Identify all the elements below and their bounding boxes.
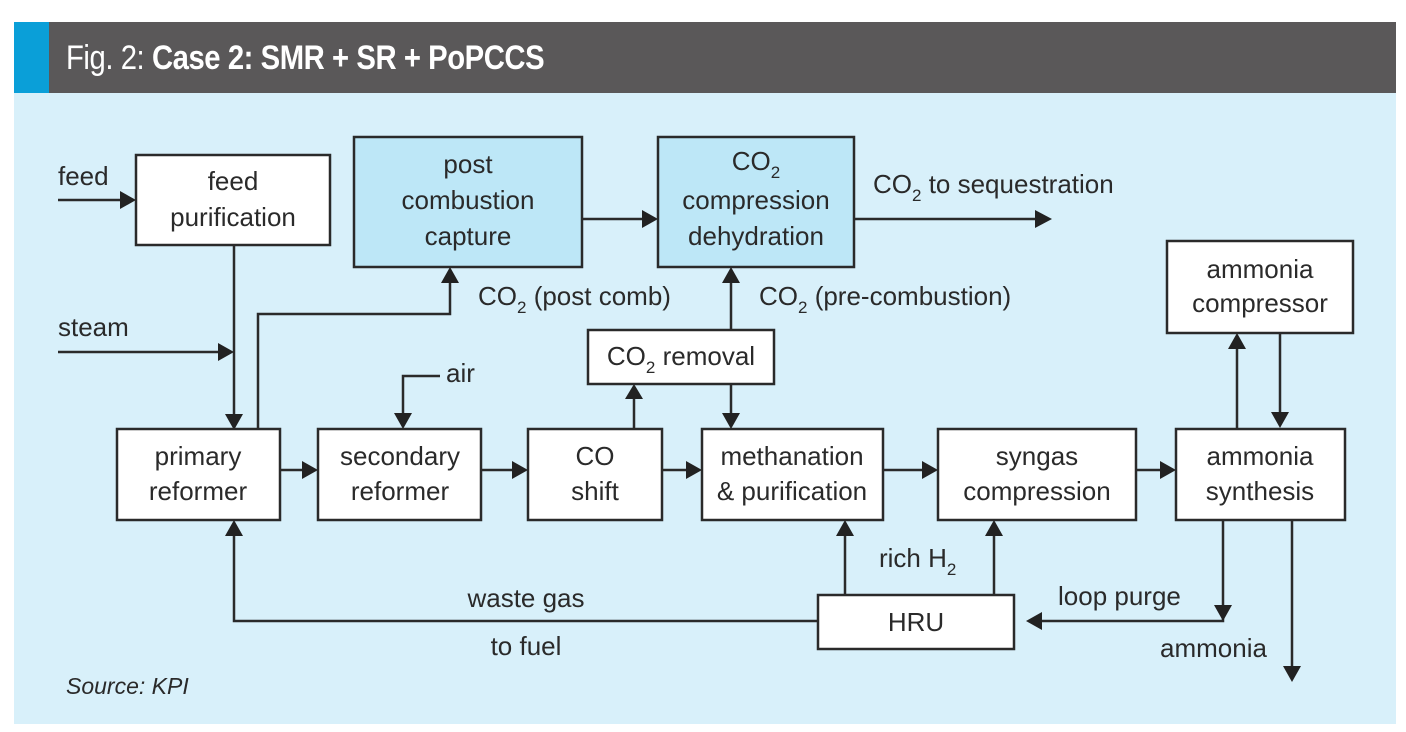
figure-title-text: Case 2: SMR + SR + PoPCCS	[151, 39, 545, 77]
methanation-purification-box: methanation & purification	[700, 427, 885, 522]
arrow-head-icon	[1035, 210, 1052, 228]
air-flow-line	[401, 374, 440, 414]
arrow-head-icon	[985, 520, 1003, 536]
co2-post-comb-label: CO2 (post comb)	[478, 281, 671, 317]
box-label: synthesis	[1206, 476, 1314, 506]
box-label: secondary	[340, 441, 460, 471]
box-label: capture	[425, 221, 512, 251]
feed-label: feed	[58, 161, 109, 191]
secondary-reformer-box: secondary reformer	[316, 427, 483, 522]
arrow-head-icon	[1283, 666, 1301, 682]
box-label: CO2 removal	[607, 341, 755, 377]
arrow-head-icon	[225, 414, 243, 430]
arrow-head-icon	[512, 461, 528, 479]
box-label: compressor	[1192, 288, 1328, 318]
feed-purification-box: feed purification	[134, 153, 332, 247]
arrow-head-icon	[225, 520, 243, 536]
ammonia-compressor-box: ammonia compressor	[1165, 239, 1355, 335]
post-combustion-capture-box: post combustion capture	[352, 135, 584, 269]
arrow-head-icon	[120, 191, 136, 209]
arrow-head-icon	[722, 267, 740, 283]
to-fuel-label: to fuel	[491, 631, 562, 661]
box-label: & purification	[717, 476, 867, 506]
co-shift-box: CO shift	[526, 427, 664, 522]
figure-label: Fig. 2:	[66, 39, 152, 77]
co2-removal-box: CO2 removal	[586, 328, 776, 386]
co2-pre-combustion-label: CO2 (pre-combustion)	[759, 281, 1011, 317]
box-label: compression	[963, 476, 1110, 506]
primary-reformer-box: primary reformer	[115, 427, 282, 522]
source-caption: Source: KPI	[66, 673, 189, 699]
arrow-head-icon	[218, 343, 234, 361]
box-label: feed	[208, 166, 259, 196]
box-label: methanation	[720, 441, 863, 471]
arrow-head-icon	[922, 461, 938, 479]
arrow-head-icon	[836, 520, 854, 536]
box-label: ammonia	[1207, 441, 1314, 471]
box-label: combustion	[402, 185, 535, 215]
box-label: reformer	[149, 476, 248, 506]
box-label: HRU	[888, 607, 944, 637]
ammonia-product-label: ammonia	[1160, 633, 1267, 663]
flue-gas-line	[256, 282, 452, 430]
co2-sequestration-label: CO2 to sequestration	[873, 169, 1114, 205]
arrow-head-icon	[722, 413, 740, 429]
waste-gas-line	[232, 534, 818, 623]
rich-h2-label: rich H2	[879, 543, 956, 579]
loop-purge-label: loop purge	[1058, 581, 1181, 611]
box-label: ammonia	[1207, 254, 1314, 284]
syngas-compression-box: syngas compression	[936, 427, 1138, 522]
arrow-head-icon	[441, 267, 459, 283]
box-label: primary	[155, 441, 242, 471]
box-label: purification	[170, 202, 296, 232]
box-label: CO	[576, 441, 615, 471]
hru-box: HRU	[816, 593, 1016, 651]
box-label: shift	[571, 476, 619, 506]
arrow-head-icon	[302, 461, 318, 479]
arrow-head-icon	[642, 210, 658, 228]
box-label: CO2	[732, 146, 780, 182]
co2-compression-dehydration-box: CO2 compression dehydration	[656, 135, 856, 269]
ammonia-synthesis-box: ammonia synthesis	[1174, 427, 1347, 522]
box-label: post	[443, 149, 493, 179]
arrow-head-icon	[686, 461, 702, 479]
waste-gas-label: waste gas	[466, 583, 584, 613]
steam-label: steam	[58, 312, 129, 342]
arrow-head-icon	[394, 413, 412, 429]
figure-title: Fig. 2: Case 2: SMR + SR + PoPCCS	[66, 34, 545, 82]
figure-header	[14, 22, 1396, 93]
arrow-head-icon	[625, 384, 643, 399]
box-label: compression	[682, 185, 829, 215]
arrow-head-icon	[1214, 605, 1232, 621]
air-label: air	[446, 358, 475, 388]
box-label: syngas	[996, 441, 1078, 471]
header-accent	[14, 22, 49, 93]
arrow-head-icon	[1026, 612, 1042, 630]
arrow-head-icon	[1228, 333, 1246, 349]
box-label: dehydration	[688, 221, 824, 251]
arrow-head-icon	[1160, 461, 1176, 479]
arrow-head-icon	[1271, 412, 1289, 428]
box-label: reformer	[351, 476, 450, 506]
